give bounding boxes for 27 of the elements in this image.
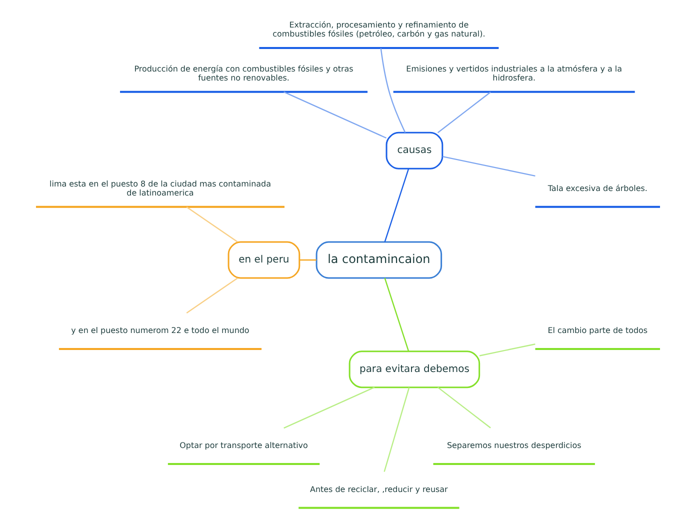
node-text: Extracción, procesamiento y refinamiento de combustibles fósiles (petróleo, carbón y gas natural).	[272, 20, 486, 38]
node-text: Optar por transporte alternativo	[180, 440, 308, 450]
node-text: Producción de energía con combustibles fósiles y otras fuentes no renovables.	[134, 64, 354, 82]
connector	[437, 92, 491, 134]
node-box: causas	[386, 132, 444, 170]
connector	[384, 168, 410, 242]
node-text: El cambio parte de todos	[548, 326, 648, 335]
connector	[384, 387, 410, 472]
connector	[437, 386, 491, 428]
connector	[384, 278, 410, 352]
node-text: Antes de reciclar, ,reducir y reusar	[310, 484, 448, 494]
node-text: Emisiones y vertidos industriales a la atmósfera y a la hidrosfera.	[406, 64, 622, 82]
node-text: y en el puesto numerom 22 e todo el mundo	[71, 326, 250, 335]
node-box: la contamincaion	[316, 241, 442, 279]
connector	[299, 259, 316, 261]
connector	[442, 156, 536, 176]
connector	[479, 344, 536, 356]
connector	[380, 48, 406, 133]
node-box: para evitara debemos	[348, 350, 480, 388]
connector	[284, 386, 375, 429]
connector	[186, 278, 238, 314]
node-text: lima esta en el puesto 8 de la ciudad mas contaminada de latinoamerica	[50, 179, 271, 198]
node-box: en el peru	[228, 241, 300, 279]
connector	[186, 206, 238, 242]
connector	[284, 91, 387, 139]
node-text: Separemos nuestros desperdicios	[446, 440, 582, 450]
node-text: Tala excesiva de árboles.	[548, 184, 648, 193]
